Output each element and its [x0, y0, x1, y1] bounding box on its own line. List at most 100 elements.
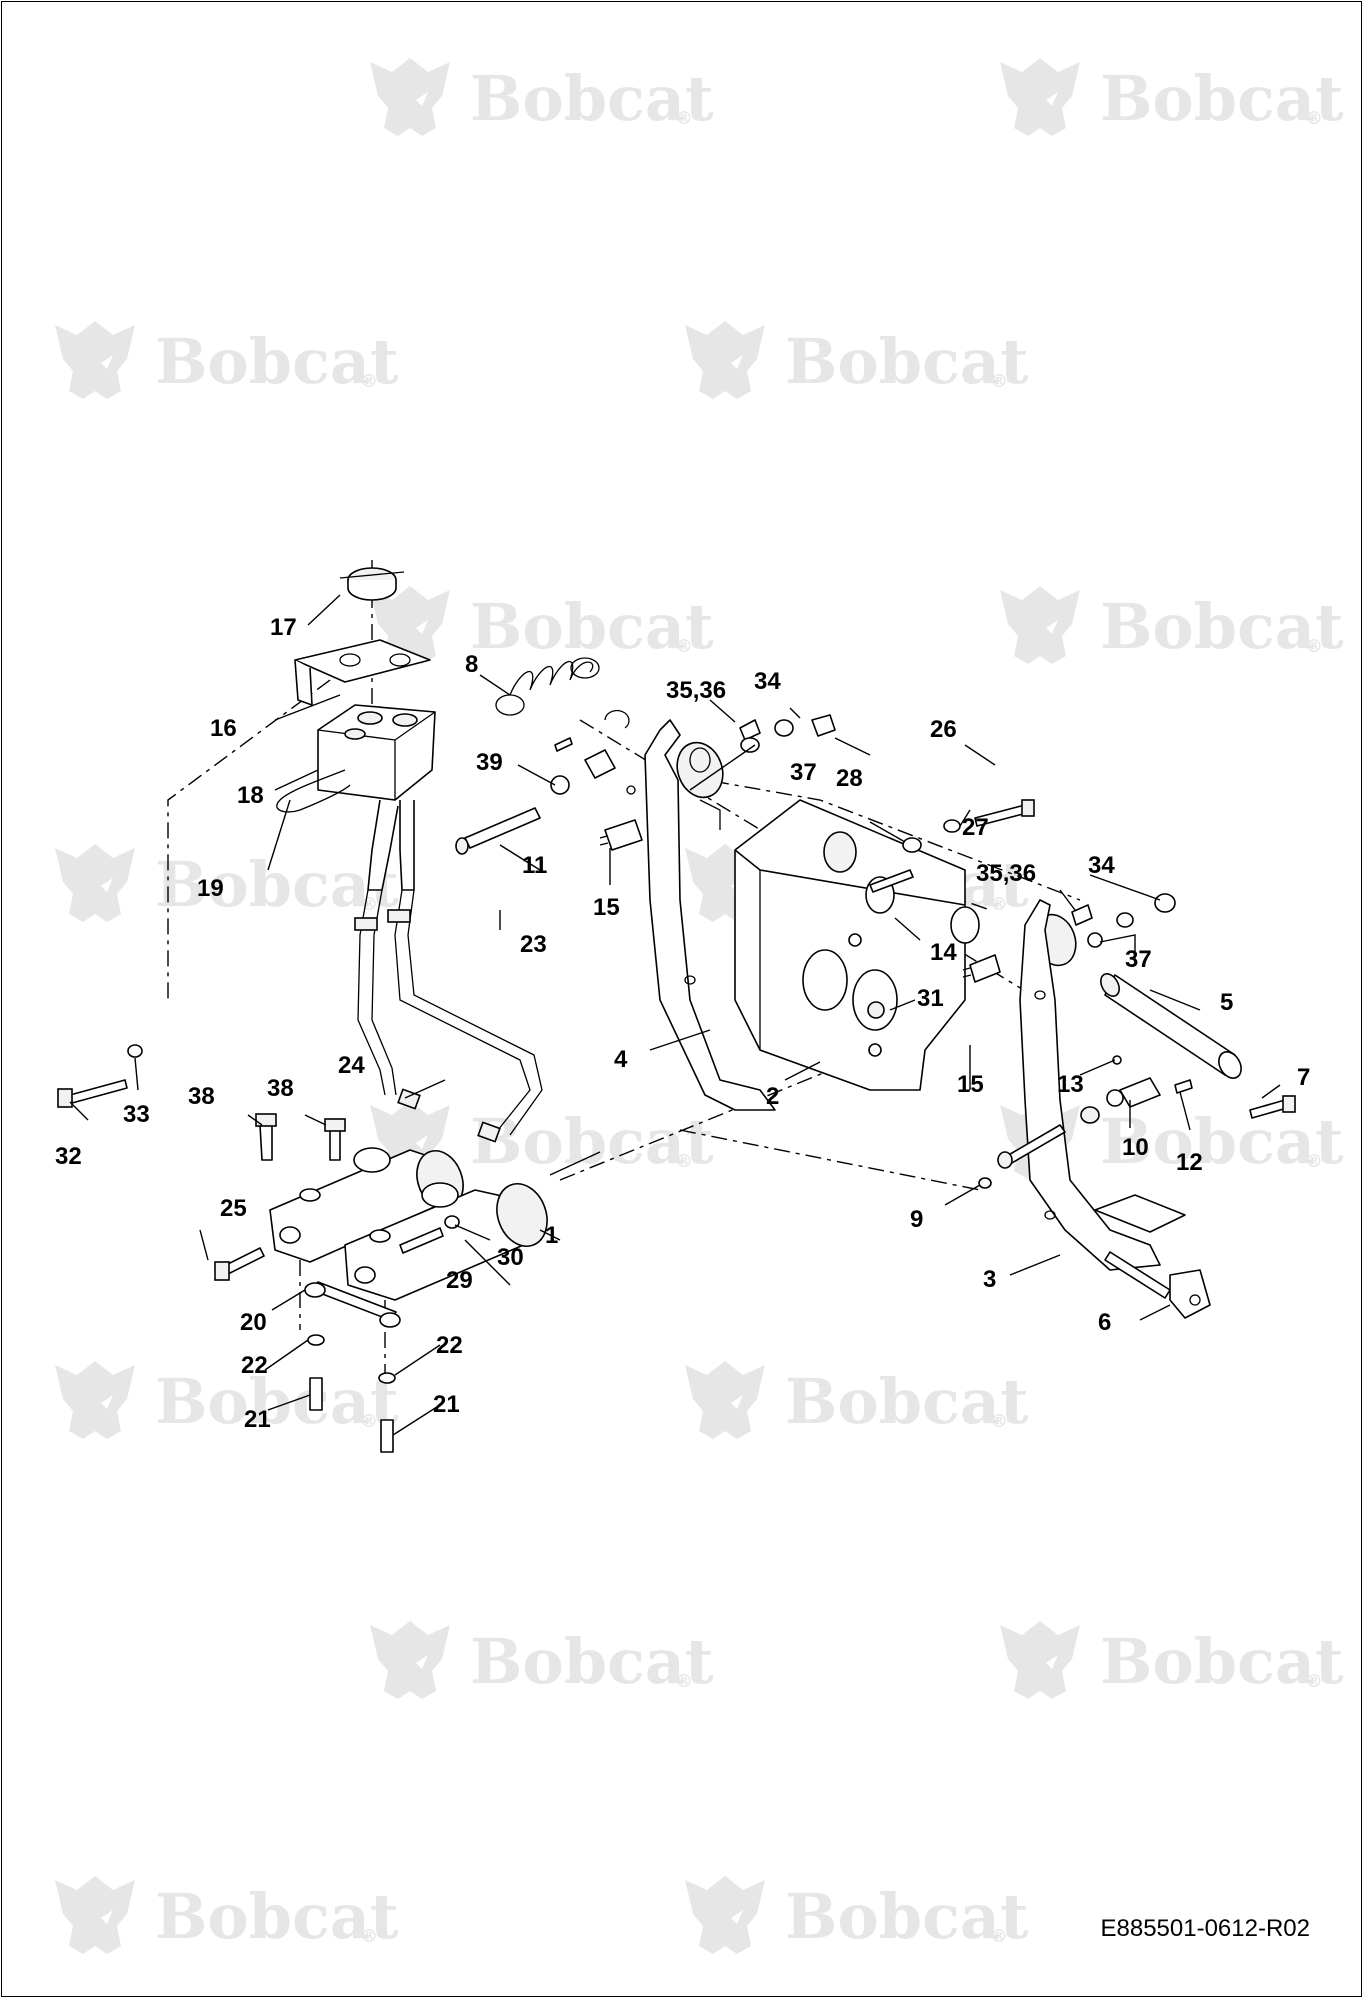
- reservoir-cap: [339, 567, 405, 601]
- watermark-text: Bobcat: [155, 848, 399, 921]
- callout-21b: 21: [433, 1391, 460, 1418]
- watermark-mark: ®: [360, 894, 378, 915]
- watermark-mark: ®: [675, 1151, 693, 1172]
- watermark-mark: ®: [990, 371, 1008, 392]
- callout-38a: 38: [188, 1083, 215, 1110]
- bobcat-logo-icon: [1000, 58, 1080, 136]
- watermark-text: Bobcat: [1100, 1625, 1344, 1698]
- callout-37-right: 37: [1125, 946, 1152, 973]
- watermark-text: Bobcat: [155, 325, 399, 398]
- watermark: Bobcat®: [55, 321, 399, 399]
- mount-bolt: [57, 1044, 143, 1108]
- watermark-layer: Bobcat® Bobcat® Bobcat® Bobcat® Bobcat® …: [55, 58, 1344, 1954]
- watermark: Bobcat®: [1000, 1101, 1344, 1179]
- callout-34-right: 34: [1088, 852, 1115, 879]
- callout-14: 14: [930, 939, 957, 966]
- hose-clip: [276, 769, 351, 813]
- reservoir-hoses: [354, 889, 543, 1143]
- brake-switch-right: [962, 954, 1193, 1124]
- watermark: Bobcat®: [1000, 1621, 1344, 1699]
- callout-17: 17: [270, 614, 297, 641]
- bolt-29: [399, 1227, 444, 1254]
- watermark-text: Bobcat: [1100, 1105, 1344, 1178]
- watermark-text: Bobcat: [470, 62, 714, 135]
- watermark-mark: ®: [360, 371, 378, 392]
- shaft-bolt: [1249, 1095, 1296, 1119]
- watermark-text: Bobcat: [785, 1880, 1029, 1953]
- watermark-mark: ®: [1305, 1151, 1323, 1172]
- callout-4: 4: [614, 1046, 628, 1073]
- bobcat-logo-icon: [370, 58, 450, 136]
- callout-3: 3: [983, 1266, 996, 1293]
- watermark: Bobcat®: [370, 586, 714, 664]
- cylinder-bolts: [214, 1113, 460, 1453]
- callout-30: 30: [497, 1244, 524, 1271]
- watermark: Bobcat®: [685, 321, 1029, 399]
- bobcat-logo-icon: [55, 321, 135, 399]
- callout-29: 29: [446, 1267, 473, 1294]
- bolt-head: [255, 1113, 277, 1127]
- watermark-text: Bobcat: [1100, 590, 1344, 663]
- watermark-text: Bobcat: [785, 325, 1029, 398]
- watermark-mark: ®: [675, 636, 693, 657]
- bobcat-logo-icon: [55, 1876, 135, 1954]
- watermark-mark: ®: [990, 1926, 1008, 1947]
- callout-32: 32: [55, 1143, 82, 1170]
- callout-38b: 38: [267, 1075, 294, 1102]
- watermark: Bobcat®: [55, 844, 399, 922]
- pivot-hardware-right: [1071, 893, 1176, 948]
- callout-37-left: 37: [790, 759, 817, 786]
- brake-pedal-right: [1019, 899, 1186, 1271]
- callout-2: 2: [766, 1083, 779, 1110]
- bobcat-logo-icon: [1000, 1621, 1080, 1699]
- watermark-text: Bobcat: [785, 1365, 1029, 1438]
- pivot-shaft: [1100, 973, 1242, 1079]
- reservoir-bracket: [294, 639, 431, 706]
- hose-clamp: [387, 909, 411, 923]
- washer-22a: [307, 1334, 325, 1346]
- callout-27: 27: [962, 814, 989, 841]
- callout-31: 31: [917, 985, 944, 1012]
- bobcat-logo-icon: [370, 1621, 450, 1699]
- washer-22b: [378, 1372, 396, 1384]
- bobcat-logo-icon: [685, 321, 765, 399]
- callout-6: 6: [1098, 1309, 1111, 1336]
- callout-18: 18: [237, 782, 264, 809]
- banjo-bolt-21b: [380, 1419, 394, 1453]
- callout-labels: 17 16 18 19 23 8 39 11 15 35,36 34 37 28…: [55, 614, 1310, 1433]
- watermark-mark: ®: [360, 1926, 378, 1947]
- bolt-38a: [259, 1124, 273, 1161]
- callout-24: 24: [338, 1052, 365, 1079]
- watermark-mark: ®: [990, 894, 1008, 915]
- callout-15-left: 15: [593, 894, 620, 921]
- watermark-mark: ®: [675, 1671, 693, 1692]
- return-spring: [495, 657, 600, 716]
- callout-33: 33: [123, 1101, 150, 1128]
- callout-35-36-left: 35,36: [666, 677, 726, 704]
- watermark-text: Bobcat: [470, 1625, 714, 1698]
- watermark: Bobcat®: [1000, 586, 1344, 664]
- banjo-bolt-21a: [309, 1377, 323, 1411]
- pedal-pin: [978, 1124, 1066, 1189]
- bobcat-logo-icon: [1000, 586, 1080, 664]
- callout-1: 1: [545, 1222, 558, 1249]
- callout-22a: 22: [241, 1352, 268, 1379]
- bolt-head: [324, 1118, 346, 1132]
- callout-16: 16: [210, 715, 237, 742]
- watermark-text: Bobcat: [470, 590, 714, 663]
- callout-10: 10: [1122, 1134, 1149, 1161]
- bobcat-logo-icon: [55, 844, 135, 922]
- callout-5: 5: [1220, 989, 1233, 1016]
- watermark: Bobcat®: [370, 1621, 714, 1699]
- watermark: Bobcat®: [55, 1361, 399, 1439]
- callout-20: 20: [240, 1309, 267, 1336]
- callout-21a: 21: [244, 1406, 271, 1433]
- watermark: Bobcat®: [685, 1876, 1029, 1954]
- callout-19: 19: [197, 875, 224, 902]
- nut-31: [867, 1001, 885, 1019]
- washer-bolt-set: [902, 799, 1035, 853]
- banjo-ring: [304, 1282, 326, 1298]
- callout-7: 7: [1297, 1064, 1310, 1091]
